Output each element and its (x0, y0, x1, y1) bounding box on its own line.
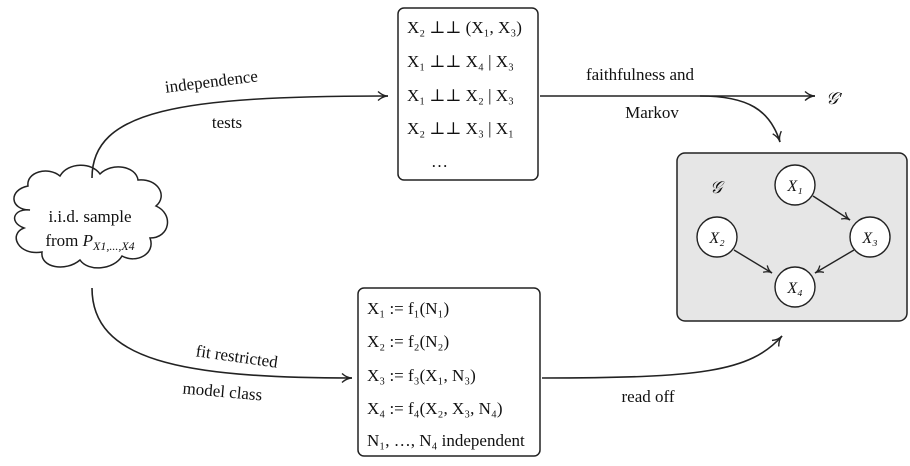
label-independence: independence (164, 66, 259, 96)
node-label-x2: X₂ (708, 230, 725, 247)
independence-line: X₁ ⊥⊥ X₄ | X₃ (407, 52, 514, 71)
model-line: X₄ := f₄(X₂, X₃, N₄) (367, 399, 503, 418)
graph-label: 𝒢 (710, 178, 725, 197)
edge-x3-x4 (814, 249, 855, 274)
arrow-faithfulness-markov (699, 95, 782, 143)
graph-node-x1: X₁ (774, 164, 816, 206)
model-line: X₂ := f₂(N₂) (367, 332, 449, 351)
arrow-read-off (541, 335, 783, 379)
label-faithfulness: faithfulness and (586, 65, 695, 84)
model-line: X₃ := f₃(X₁, N₃) (367, 366, 476, 385)
independence-box: X₂ ⊥⊥ (X₁, X₃) X₁ ⊥⊥ X₄ | X₃ X₁ ⊥⊥ X₂ | … (397, 7, 539, 181)
source-line-2: from PX1,...,X4 (45, 231, 134, 253)
independence-line: X₁ ⊥⊥ X₂ | X₃ (407, 86, 514, 105)
graph-node-x4: X₄ (774, 266, 816, 308)
edge-x1-x3 (812, 195, 851, 221)
independence-line: X₂ ⊥⊥ X₃ | X₁ (407, 119, 514, 138)
source-cloud: i.i.d. sample from PX1,...,X4 (13, 164, 169, 269)
arrow-independence-tests (91, 90, 389, 179)
node-label-x3: X₃ (861, 230, 877, 247)
graph-box: 𝒢 X₁ X₂ X₃ X₄ (676, 152, 908, 322)
label-tests: tests (212, 113, 242, 132)
label-model-class: model class (182, 379, 263, 405)
node-label-x1: X₁ (786, 178, 802, 195)
graph-node-x2: X₂ (696, 216, 738, 258)
label-markov: Markov (625, 103, 679, 122)
label-read-off: read off (621, 387, 674, 406)
edge-x2-x4 (733, 249, 773, 274)
label-fit-restricted: fit restricted (195, 341, 280, 371)
independence-ellipsis: … (431, 152, 448, 171)
independence-line: X₂ ⊥⊥ (X₁, X₃) (407, 18, 522, 37)
model-box: X₁ := f₁(N₁) X₂ := f₂(N₂) X₃ := f₃(X₁, N… (357, 287, 541, 457)
node-label-x4: X₄ (786, 280, 802, 297)
source-line-1: i.i.d. sample (48, 207, 131, 226)
model-line: N₁, …, N₄ independent (367, 431, 525, 450)
graph-node-x3: X₃ (849, 216, 891, 258)
g-prime-label: 𝒢′ (826, 89, 842, 108)
model-line: X₁ := f₁(N₁) (367, 299, 449, 318)
arrow-fit-model-class (91, 287, 353, 384)
